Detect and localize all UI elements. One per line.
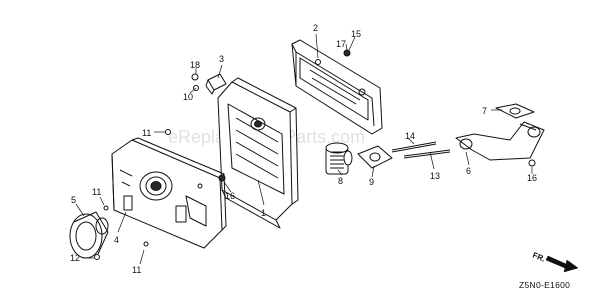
muffler-protector[interactable] [291,39,383,135]
callout-11b: 11 [92,187,101,197]
callout-15: 15 [351,29,361,39]
callout-1: 1 [261,208,266,218]
callout-2: 2 [313,23,318,33]
callout-13: 13 [430,171,440,181]
exhaust-pipe[interactable] [455,121,545,161]
muffler-cover[interactable] [111,137,227,249]
callout-7: 7 [482,106,487,116]
callout-4: 4 [114,235,119,245]
callout-10: 10 [183,92,193,102]
diagram-code: Z5N0-E1600 [519,280,570,290]
callout-12: 12 [70,253,80,263]
front-direction-indicator: FR. [531,251,579,273]
muffler-body[interactable] [217,77,299,229]
muffler-gasket[interactable] [357,145,393,169]
callout-9: 9 [369,177,374,187]
leader-lines [75,33,533,265]
callout-11a: 11 [142,128,151,138]
callout-17: 17 [336,39,346,49]
spark-arrester[interactable] [325,142,353,175]
exhaust-deflector[interactable] [69,211,109,259]
callout-11c: 11 [132,265,141,275]
stay-bracket[interactable] [205,73,227,95]
callout-labels: 1 2 3 4 5 6 7 8 9 10 11 11 11 12 13 14 1… [70,23,537,275]
fasteners[interactable] [94,49,536,260]
front-label: FR. [531,251,546,264]
callout-14: 14 [405,131,415,141]
callout-6: 6 [466,166,471,176]
callout-16a: 16 [225,191,235,201]
callout-8: 8 [338,176,343,186]
stud-bolts[interactable] [391,141,451,159]
callout-3: 3 [219,54,224,64]
front-arrow-icon [545,255,579,273]
callout-18: 18 [190,60,200,70]
exhaust-gasket[interactable] [495,103,535,119]
callout-5: 5 [71,195,76,205]
callout-16b: 16 [527,173,537,183]
